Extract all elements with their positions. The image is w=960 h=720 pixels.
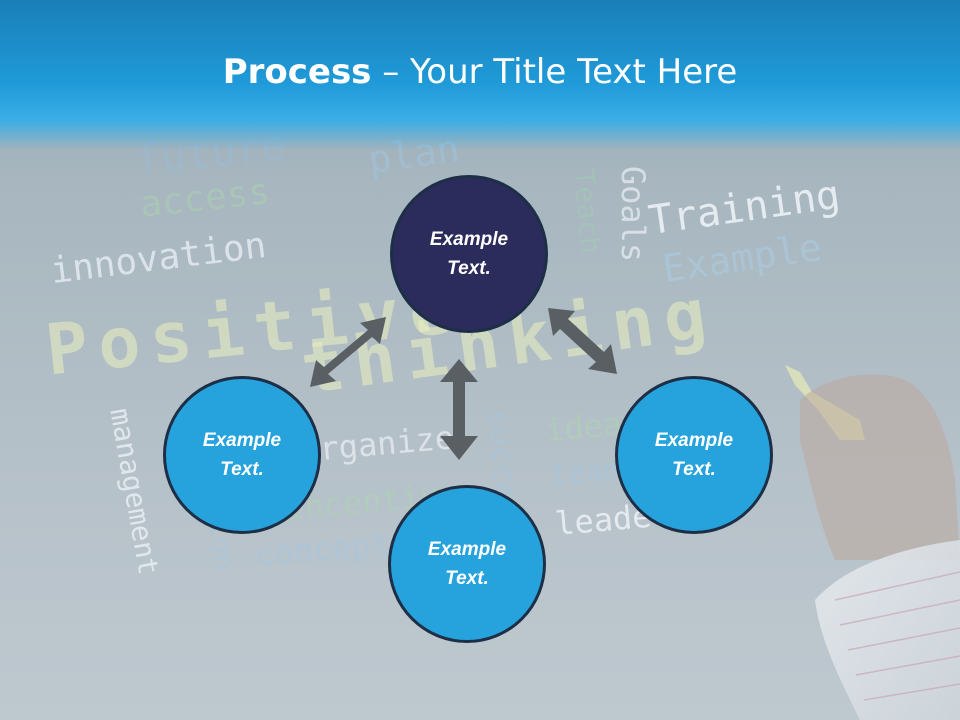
node-right-text: Example Text. [654,430,734,480]
hand-shape [800,374,960,560]
slide-title: Process – Your Title Text Here [0,52,960,92]
node-left-text: Example Text. [202,430,282,480]
header-bar [0,0,960,150]
sleeve-stripes [834,571,960,701]
node-top: Example Text. [390,175,548,333]
arrow-vertical [440,359,478,460]
node-top-text: Example Text. [429,229,509,279]
title-rest: – Your Title Text Here [371,52,738,92]
shirt-sleeve [815,540,960,720]
arrow-left-diagonal [310,317,386,387]
title-bold: Process [222,52,372,92]
node-right: Example Text. [615,376,773,534]
node-bottom: Example Text. [388,485,546,643]
arrow-right-diagonal [548,308,617,374]
node-left: Example Text. [163,376,321,534]
node-bottom-text: Example Text. [427,539,507,589]
